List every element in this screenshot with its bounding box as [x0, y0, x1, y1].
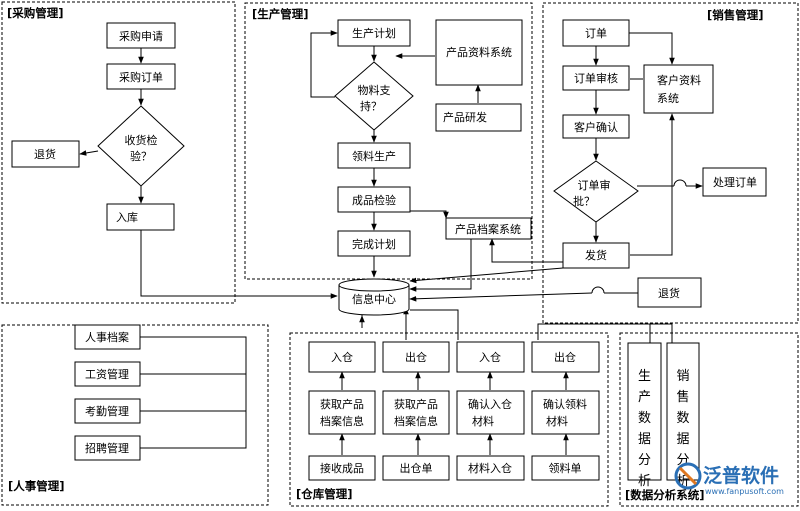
purchase-request-label: 采购申请 — [119, 29, 163, 43]
sales-return-label: 退货 — [658, 286, 680, 300]
purchase-request-box — [106, 22, 176, 49]
purchase-order-label: 采购订单 — [119, 70, 163, 84]
wh-col2-bottom-label: 出仓单 — [400, 461, 433, 475]
wh-col3-top-label: 入仓 — [479, 350, 501, 364]
product-rnd-box — [435, 103, 522, 132]
warehouse-section-frame — [289, 332, 609, 507]
production-analysis-box — [627, 342, 662, 481]
warehouse-section-title: [仓库管理] — [296, 487, 353, 501]
customer-info-system-label-2: 系统 — [657, 92, 679, 105]
purchase-section-frame — [1, 1, 236, 304]
hr-section-title: [人事管理] — [8, 479, 65, 493]
purchase-return-label: 退货 — [34, 147, 56, 161]
wh-col2-top-label: 出仓 — [405, 350, 427, 364]
order-approve-decision — [553, 160, 639, 223]
sales-order-label: 订单 — [585, 27, 607, 40]
handle-order-label: 处理订单 — [713, 176, 757, 189]
product-archive-system-box — [445, 217, 532, 240]
customer-confirm-box — [562, 114, 630, 139]
wh-col2-mid-label-1: 获取产品 — [394, 397, 438, 411]
product-qc-box — [337, 186, 411, 213]
purchase-order-box — [106, 63, 176, 90]
wh-col1-mid-label-2: 档案信息 — [320, 414, 364, 428]
product-info-system-label: 产品资料系统 — [446, 45, 512, 59]
production-analysis-label: 生产数据分析 — [638, 369, 651, 489]
instock-label: 入库 — [116, 211, 138, 224]
sales-order-box — [562, 19, 630, 47]
material-support-decision — [334, 61, 414, 131]
hr-files-box — [74, 324, 141, 350]
production-plan-box — [337, 19, 411, 47]
material-pick-label: 领料生产 — [352, 149, 396, 163]
receive-inspect-label-2: 验？ — [130, 149, 152, 163]
order-approve-label-2: 批？ — [573, 194, 595, 208]
purchase-return-box — [11, 140, 80, 168]
purchase-section-title: [采购管理] — [7, 6, 64, 20]
order-review-label: 订单审核 — [574, 71, 618, 85]
wh-col3-mid-label-2: 材料 — [472, 414, 494, 428]
recruit-box — [74, 435, 141, 461]
wh-col2-mid-label-2: 档案信息 — [394, 414, 438, 428]
salary-label: 工资管理 — [85, 367, 129, 381]
instock-box — [106, 203, 175, 231]
customer-info-system-label-1: 客户资料 — [657, 73, 701, 87]
sales-analysis-label: 销售数据分析 — [676, 369, 689, 489]
sales-analysis-box — [666, 342, 700, 481]
wh-col1-top-label: 入仓 — [331, 350, 353, 364]
analysis-section-frame — [619, 332, 799, 507]
analysis-section-title: [数据分析系统] — [625, 488, 705, 502]
material-support-label-1: 物料支 — [358, 83, 391, 97]
logo-slash-icon — [678, 466, 698, 486]
wh-col4-mid-label-2: 材料 — [546, 414, 568, 428]
attendance-box — [74, 398, 141, 424]
production-section-frame — [244, 2, 533, 280]
customer-confirm-label: 客户确认 — [574, 120, 618, 134]
receive-inspect-decision — [97, 105, 185, 187]
handle-order-box — [702, 167, 767, 197]
wh-col4-mid-label-1: 确认领料 — [543, 397, 587, 411]
watermark-brand: 泛普软件 — [703, 464, 779, 487]
info-center-database — [338, 278, 410, 316]
product-info-system-box — [435, 19, 523, 86]
order-review-box — [562, 65, 630, 91]
logo-ring-icon — [674, 462, 702, 490]
recruit-label: 招聘管理 — [85, 441, 129, 455]
plan-done-label: 完成计划 — [352, 237, 396, 251]
wh-col3-bottom-label: 材料入仓 — [468, 461, 512, 475]
wh-col3-mid-label-1: 确认入仓 — [468, 397, 512, 411]
wh-col1-mid-label-1: 获取产品 — [320, 397, 364, 411]
info-center-label: 信息中心 — [352, 292, 396, 306]
material-support-label-2: 持？ — [360, 99, 382, 113]
plan-done-box — [337, 230, 411, 257]
sales-return-box — [637, 277, 702, 308]
production-section-title: [生产管理] — [252, 7, 309, 21]
product-rnd-label: 产品研发 — [443, 110, 487, 124]
wh-col4-top-label: 出仓 — [554, 350, 576, 364]
receive-inspect-label-1: 收货检 — [125, 133, 158, 147]
watermark-url: www.fanpusoft.com — [705, 487, 784, 496]
wh-col4-bottom-label: 领料单 — [549, 461, 582, 475]
order-approve-label-1: 订单审 — [578, 178, 611, 192]
attendance-label: 考勤管理 — [85, 404, 129, 418]
fanpu-logo: 泛普软件 www.fanpusoft.com — [674, 462, 784, 496]
salary-box — [74, 361, 141, 387]
hr-files-label: 人事档案 — [85, 330, 129, 344]
customer-info-system-box — [643, 64, 714, 114]
production-plan-label: 生产计划 — [352, 26, 396, 40]
wh-col1-bottom-label: 接收成品 — [320, 461, 364, 475]
sales-section-title: [销售管理] — [707, 8, 764, 22]
product-archive-system-label: 产品档案系统 — [455, 222, 521, 236]
material-pick-box — [337, 142, 411, 169]
sales-section-frame — [542, 2, 799, 324]
ship-label: 发货 — [585, 248, 607, 262]
product-qc-label: 成品检验 — [352, 193, 396, 207]
ship-box — [562, 242, 630, 269]
